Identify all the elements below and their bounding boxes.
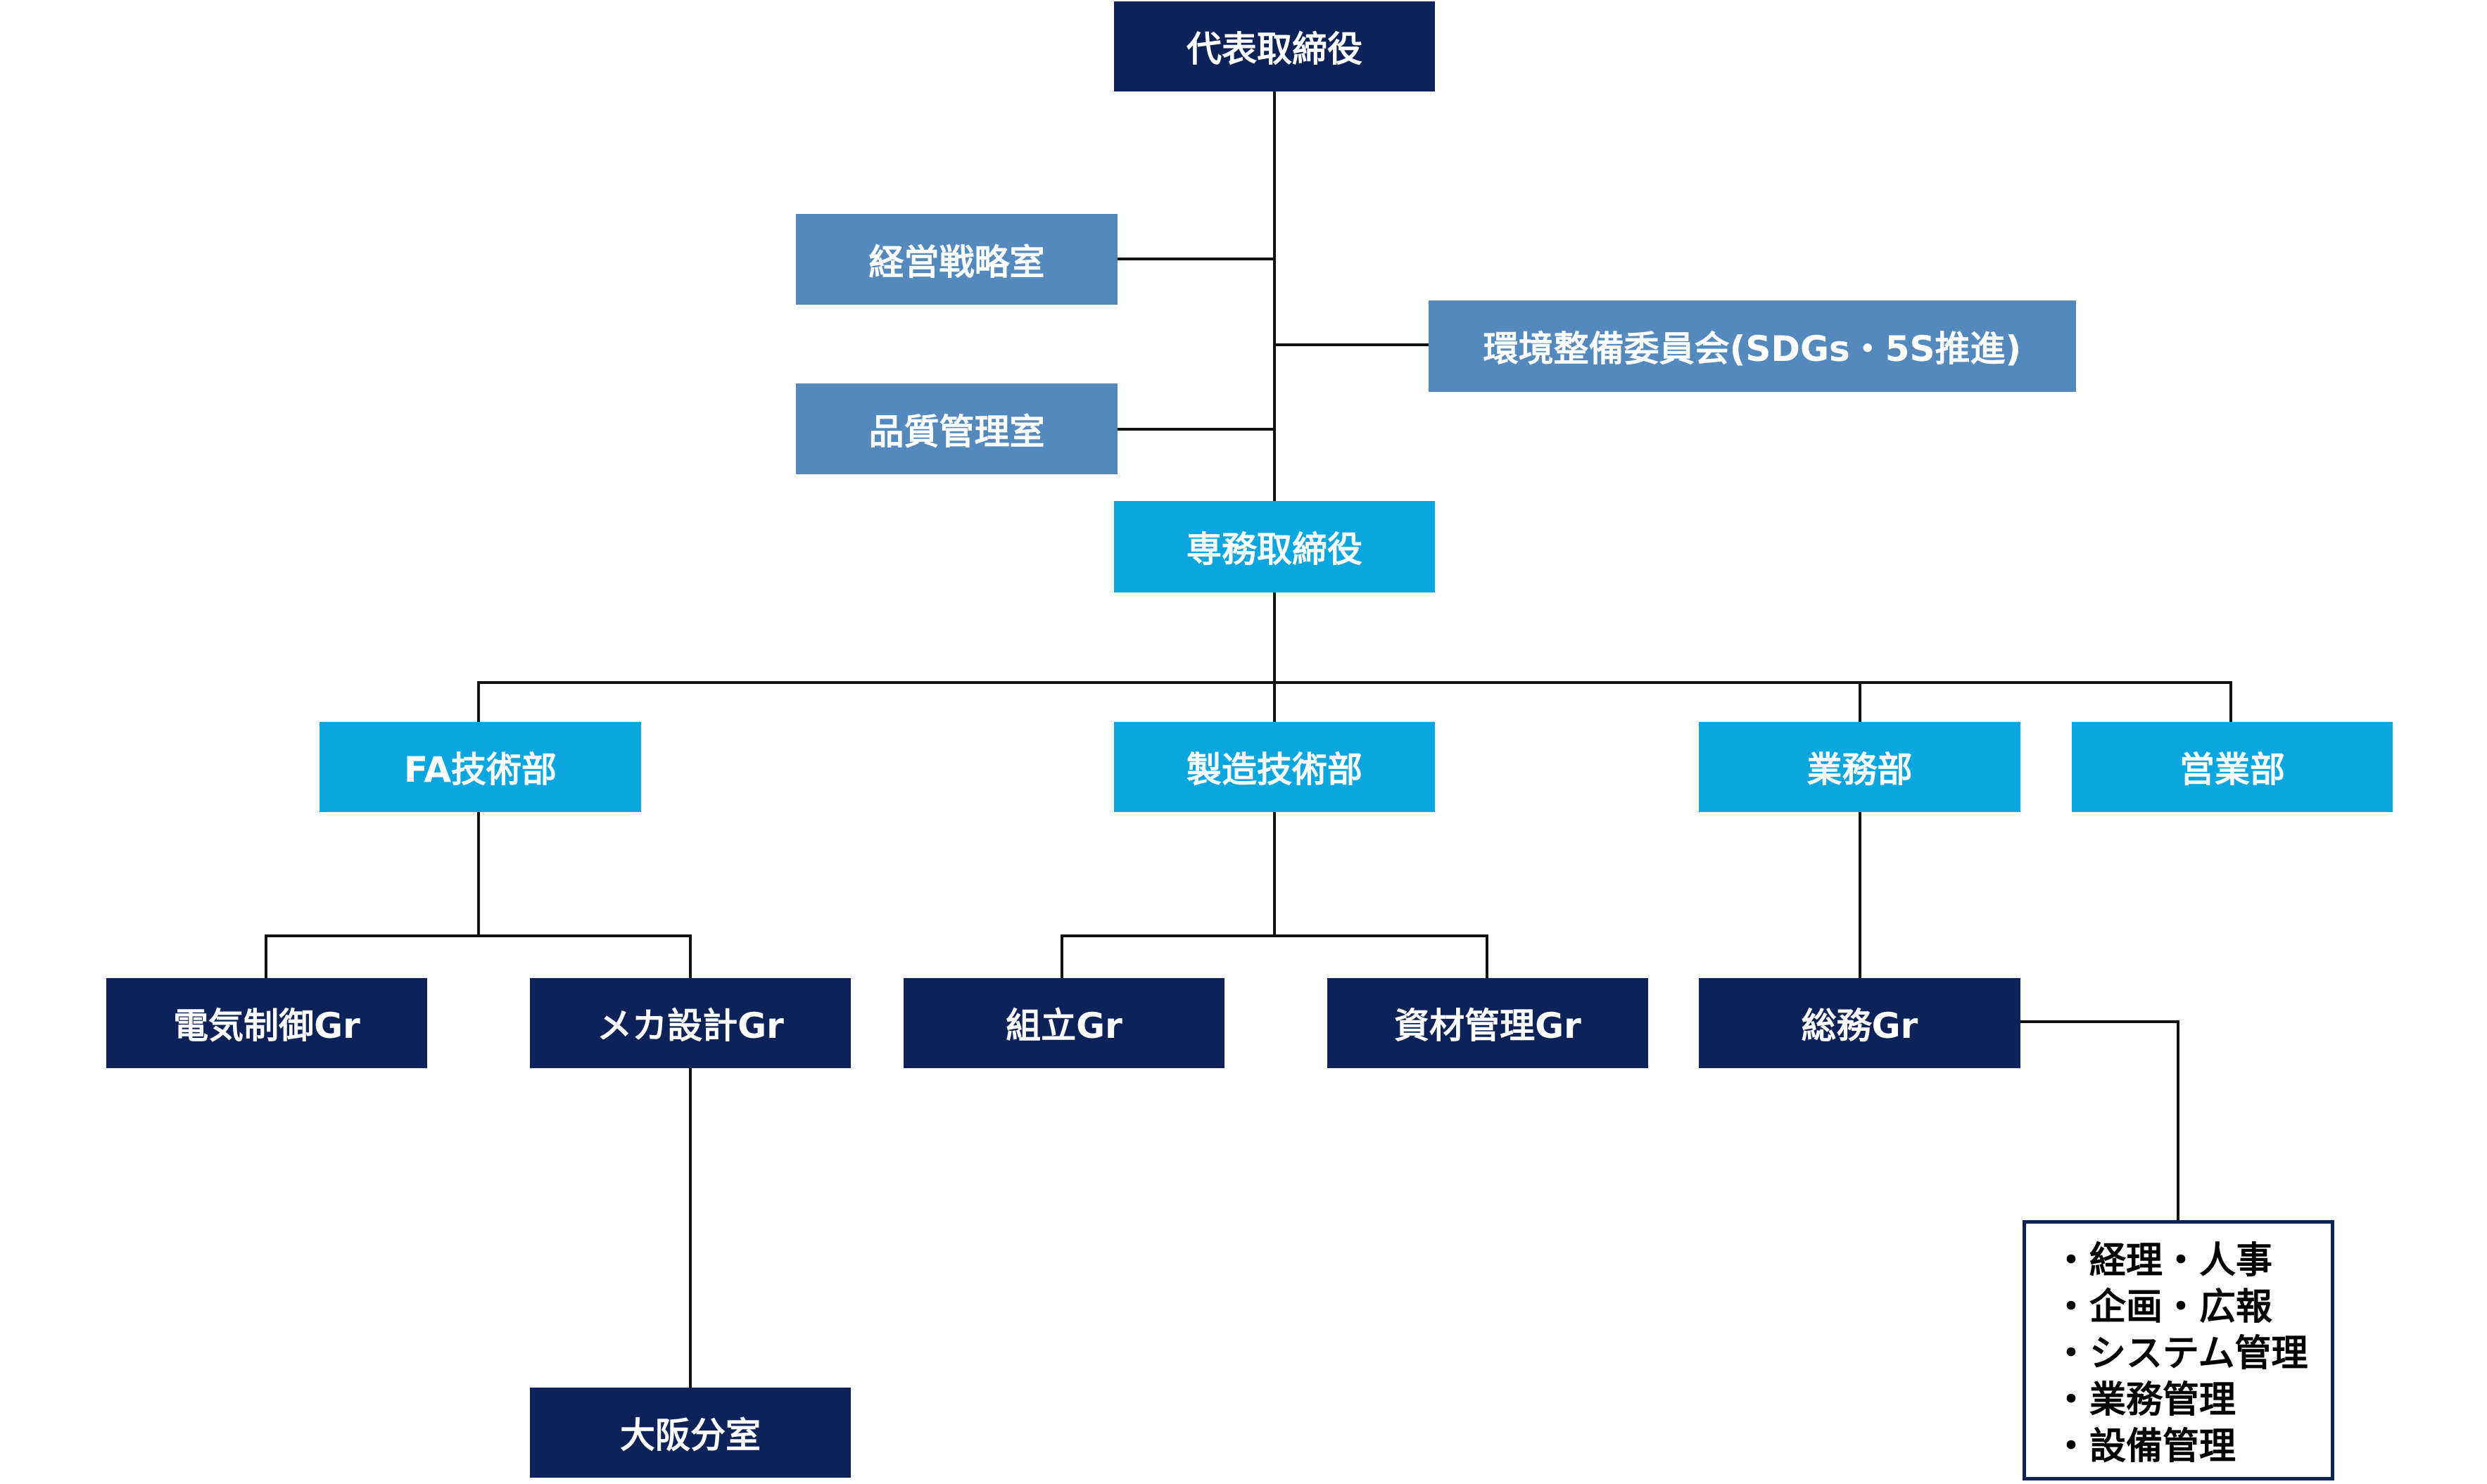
materials-group-box: 資材管理Gr	[1327, 978, 1648, 1068]
mgmt-strategy-box: 経営戦略室	[796, 214, 1118, 305]
duty-item: ・業務管理	[2053, 1379, 2236, 1421]
ceo-box: 代表取締役	[1114, 1, 1435, 91]
quality-control-box: 品質管理室	[796, 383, 1118, 474]
assembly-group-box: 組立Gr	[904, 978, 1224, 1068]
fa-tech-dept-box: FA技術部	[319, 722, 641, 812]
general-affairs-group-box: 総務Gr	[1699, 978, 2020, 1068]
duty-item: ・経理・人事	[2053, 1240, 2273, 1282]
electrical-control-group-box: 電気制御Gr	[106, 978, 427, 1068]
business-dept-box: 業務部	[1699, 722, 2020, 812]
duty-item: ・システム管理	[2053, 1333, 2308, 1375]
env-committee-box: 環境整備委員会(SDGs・5S推進)	[1429, 300, 2076, 392]
mfg-tech-dept-box: 製造技術部	[1114, 722, 1435, 812]
duties-list-box: ・経理・人事 ・企画・広報 ・システム管理 ・業務管理 ・設備管理	[2023, 1220, 2334, 1480]
duty-item: ・設備管理	[2053, 1426, 2236, 1468]
senior-md-box: 専務取締役	[1114, 501, 1435, 592]
duty-item: ・企画・広報	[2053, 1286, 2273, 1328]
sales-dept-box: 営業部	[2072, 722, 2393, 812]
osaka-branch-box: 大阪分室	[530, 1388, 851, 1478]
mech-design-group-box: メカ設計Gr	[530, 978, 851, 1068]
